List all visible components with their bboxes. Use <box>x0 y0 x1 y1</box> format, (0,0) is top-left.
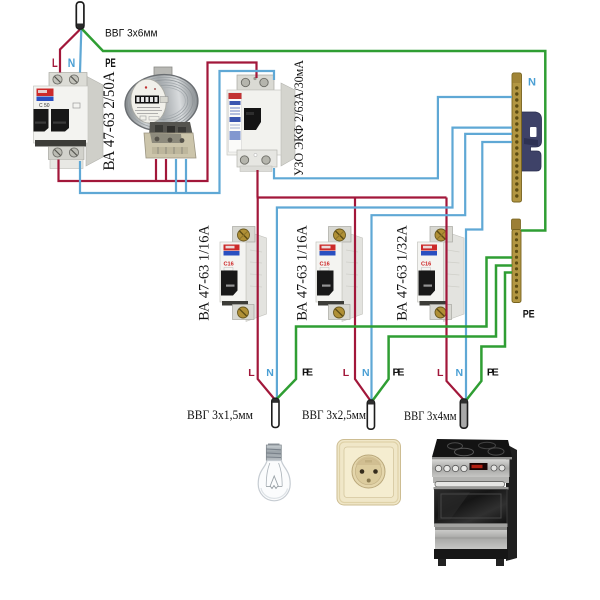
svg-text:N: N <box>528 76 536 88</box>
svg-text:ВВГ 3х4мм: ВВГ 3х4мм <box>404 409 457 423</box>
svg-text:ВА 47-63 1/32А: ВА 47-63 1/32А <box>395 225 411 321</box>
svg-text:L: L <box>52 57 58 70</box>
svg-text:ВА 47-63 2/50А: ВА 47-63 2/50А <box>101 71 118 170</box>
svg-text:ВА 47-63 1/16А: ВА 47-63 1/16А <box>295 225 311 321</box>
svg-text:PE: PE <box>523 308 535 320</box>
svg-text:N: N <box>266 367 274 379</box>
svg-text:ВА 47-63 1/16А: ВА 47-63 1/16А <box>197 225 213 321</box>
svg-text:L: L <box>343 367 350 379</box>
svg-text:УЗО ЭКФ 2/63А/30мА: УЗО ЭКФ 2/63А/30мА <box>291 59 306 176</box>
svg-text:L: L <box>248 367 255 379</box>
svg-text:N: N <box>68 57 76 70</box>
svg-text:PE: PE <box>105 57 116 70</box>
svg-text:ВВГ 3х2,5мм: ВВГ 3х2,5мм <box>302 408 366 422</box>
svg-text:PE: PE <box>393 367 405 379</box>
svg-text:N: N <box>456 367 464 379</box>
svg-text:ВВГ 3х6мм: ВВГ 3х6мм <box>105 28 158 40</box>
svg-text:C16: C16 <box>224 262 234 268</box>
svg-text:N: N <box>362 367 370 379</box>
svg-text:PE: PE <box>302 367 313 379</box>
svg-text:PE: PE <box>487 367 499 379</box>
svg-text:ВВГ 3х1,5мм: ВВГ 3х1,5мм <box>187 408 253 422</box>
svg-text:L: L <box>437 367 444 379</box>
svg-text:C 50: C 50 <box>39 103 50 109</box>
